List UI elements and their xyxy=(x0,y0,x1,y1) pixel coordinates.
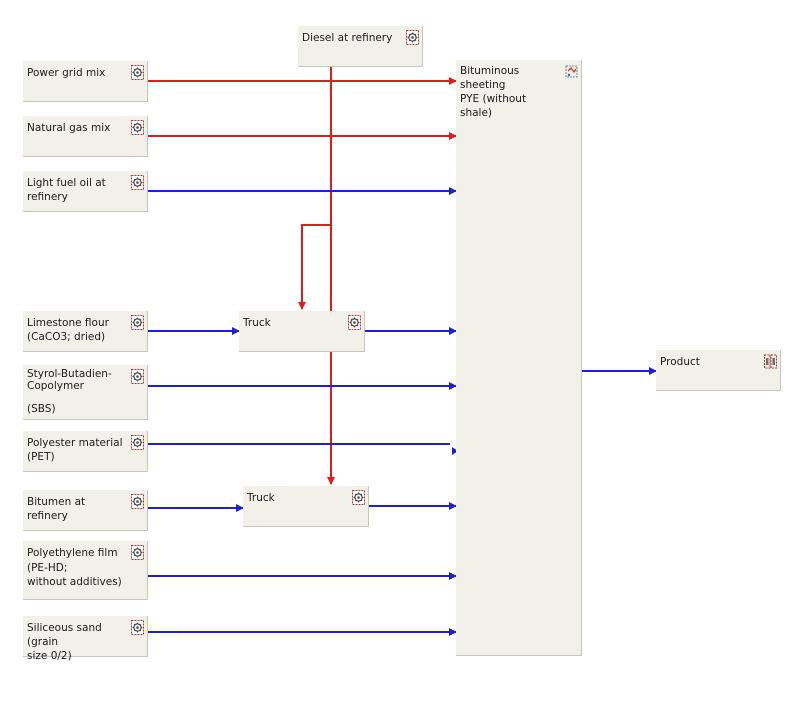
process-truck-2-label: Truck xyxy=(247,492,275,504)
process-sbs-label: Styrol-Butadien- Copolymer (SBS) xyxy=(27,368,112,415)
process-icon xyxy=(131,175,144,190)
process-sand-label: Siliceous sand (grain size 0/2) xyxy=(27,622,102,662)
process-polyester-label: Polyester material (PET) xyxy=(27,437,123,463)
process-icon xyxy=(406,30,419,45)
process-icon xyxy=(131,494,144,509)
process-bitumen-label: Bitumen at refinery xyxy=(27,496,86,522)
process-natural-gas[interactable]: Natural gas mix xyxy=(23,116,148,157)
process-sand[interactable]: Siliceous sand (grain size 0/2) xyxy=(23,616,148,662)
process-icon xyxy=(131,120,144,135)
process-icon xyxy=(131,369,144,384)
process-icon xyxy=(348,315,361,330)
process-icon xyxy=(131,620,144,635)
process-polyester[interactable]: Polyester material (PET) xyxy=(23,431,148,472)
process-bitumen[interactable]: Bitumen at refinery xyxy=(23,490,148,531)
process-icon xyxy=(352,490,365,505)
process-limestone[interactable]: Limestone flour (CaCO3; dried) xyxy=(23,311,148,352)
process-icon xyxy=(131,545,144,560)
process-main[interactable]: Bituminous sheeting PYE (without shale) xyxy=(456,60,582,656)
process-icon xyxy=(131,435,144,450)
process-icon xyxy=(131,65,144,80)
flow-polyester-head xyxy=(452,447,458,455)
process-polyethylene-label: Polyethylene film (PE-HD; without additi… xyxy=(27,547,122,588)
process-truck-1-label: Truck xyxy=(243,317,271,329)
product-icon xyxy=(764,354,777,369)
process-diesel-label: Diesel at refinery xyxy=(302,32,393,44)
process-power-grid[interactable]: Power grid mix xyxy=(23,61,148,102)
process-polyethylene[interactable]: Polyethylene film (PE-HD; without additi… xyxy=(23,541,148,600)
process-sbs[interactable]: Styrol-Butadien- Copolymer (SBS) xyxy=(23,365,148,420)
process-product[interactable]: Product xyxy=(656,350,781,391)
process-truck-1[interactable]: Truck xyxy=(239,311,365,352)
plan-icon xyxy=(565,65,578,78)
process-power-grid-label: Power grid mix xyxy=(27,67,106,79)
process-icon xyxy=(131,315,144,330)
process-light-fuel-oil[interactable]: Light fuel oil at refinery xyxy=(23,171,148,212)
process-product-label: Product xyxy=(660,356,700,368)
flow-diesel-branch[interactable] xyxy=(298,224,331,310)
process-main-label: Bituminous sheeting PYE (without shale) xyxy=(460,65,527,119)
process-limestone-label: Limestone flour (CaCO3; dried) xyxy=(27,317,109,343)
process-light-fuel-oil-label: Light fuel oil at refinery xyxy=(27,177,106,203)
process-diesel[interactable]: Diesel at refinery xyxy=(298,26,423,67)
process-natural-gas-label: Natural gas mix xyxy=(27,122,111,134)
process-truck-2[interactable]: Truck xyxy=(243,486,369,527)
